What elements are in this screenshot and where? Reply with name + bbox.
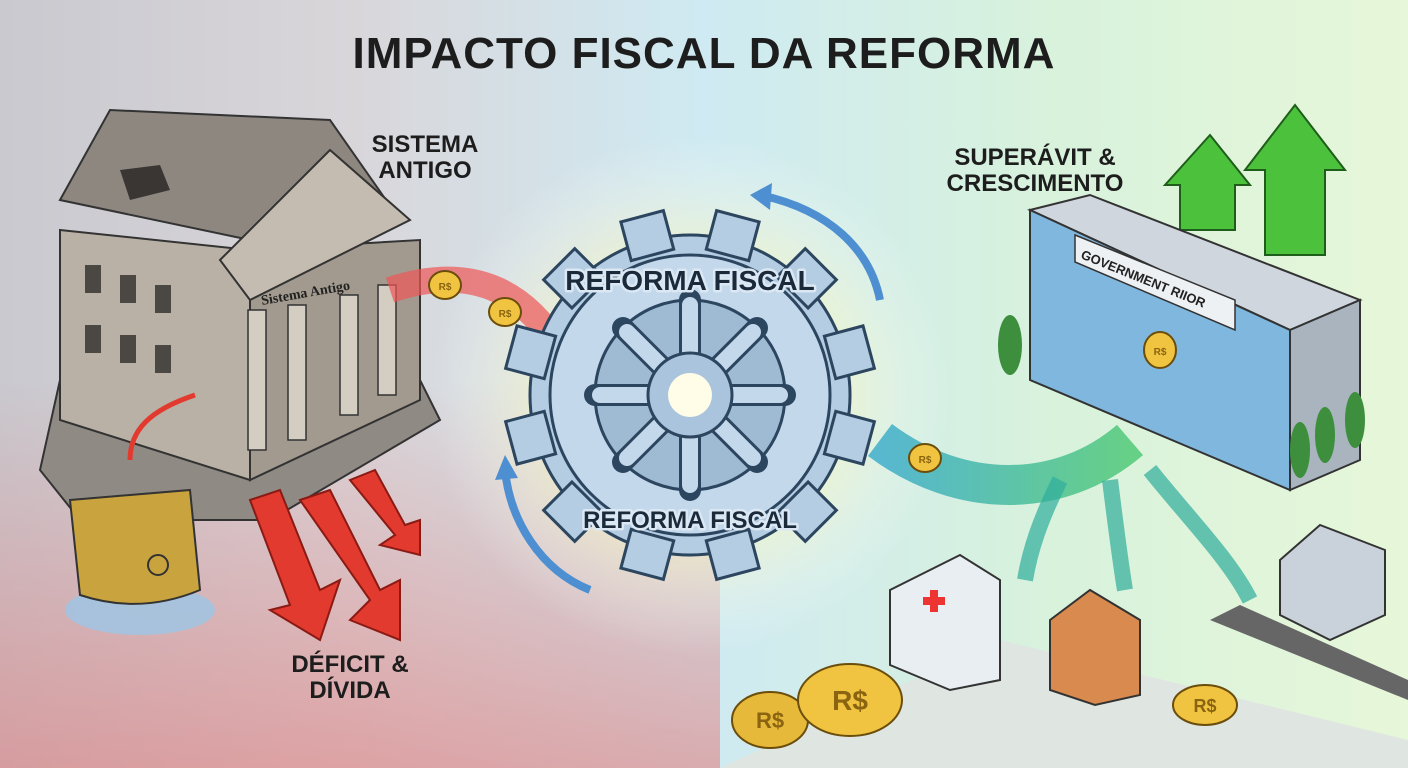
gear-tooth [774,479,839,544]
gear-tooth [541,479,606,544]
gear-tooth [822,409,877,466]
svg-text:R$: R$ [1193,696,1216,716]
gear-tooth [541,246,606,311]
gear-top-text: REFORMA FISCAL [565,265,814,296]
reform-gear [503,208,877,582]
coin-icon: R$ [908,443,942,473]
rotation-arrows [501,191,884,594]
svg-text:R$: R$ [1154,347,1167,358]
coin-icon: R$ [428,270,462,300]
svg-text:R$: R$ [439,282,452,293]
svg-text:R$: R$ [919,455,932,466]
school [1049,588,1141,707]
hospital [889,553,1001,692]
gear-tooth [503,324,558,381]
gear-tooth [619,527,676,582]
coins: R$ R$ R$ R$ R$ R$ R$ [428,270,1238,749]
coin-icon: R$ [731,691,809,749]
gear-tooth [704,527,761,582]
gear-bottom-text: REFORMA FISCAL [583,507,797,534]
coin-icon: R$ [1172,684,1238,726]
gear-tooth [503,409,558,466]
city [720,315,1408,768]
money-flow-branches [1017,465,1258,604]
coin-icon: R$ [1143,331,1177,369]
svg-text:R$: R$ [756,708,784,733]
page-title: IMPACTO FISCAL DA REFORMA [352,29,1056,78]
old-building [38,108,442,521]
surplus-label: SUPERÁVIT & CRESCIMENTO [946,144,1124,198]
arrow-head-icon [495,455,518,480]
gear-tooth [619,208,676,263]
highway [1210,605,1408,700]
offices [1279,523,1386,642]
gear-tooth [704,208,761,263]
arrow-head-icon [750,183,772,210]
coin-icon: R$ [797,663,903,737]
money-bag [65,488,215,635]
svg-text:R$: R$ [499,309,512,320]
gear-tooth [822,324,877,381]
trees [998,315,1365,478]
green-up-arrows [1162,103,1348,256]
svg-text:R$: R$ [832,685,868,716]
gear-tooth [774,246,839,311]
deficit-label: DÉFICIT & DÍVIDA [291,651,409,705]
coin-icon: R$ [488,297,522,327]
old-system-label: SISTEMA ANTIGO [371,131,479,185]
